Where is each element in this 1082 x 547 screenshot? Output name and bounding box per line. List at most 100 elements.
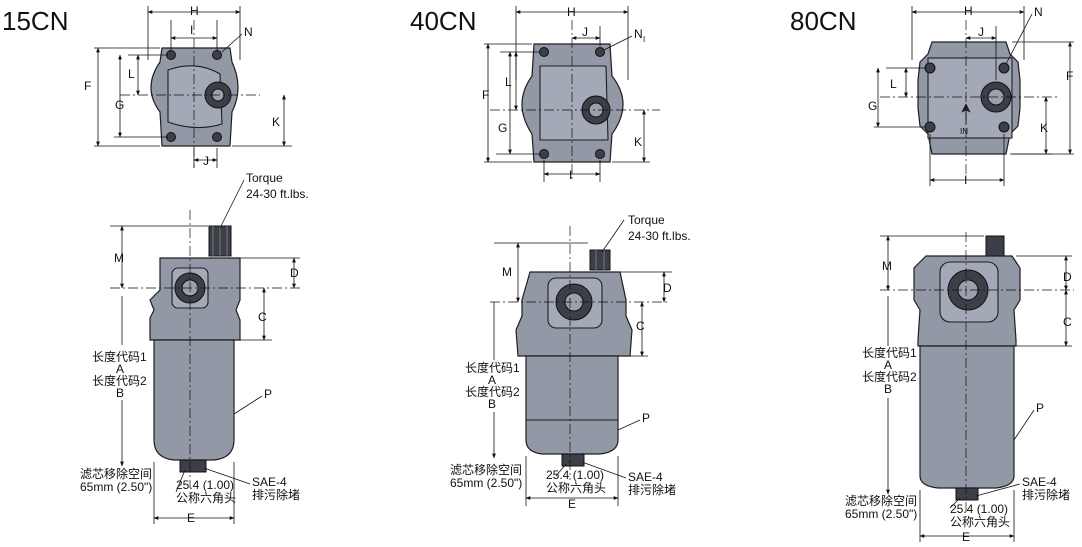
dim-label-n-sub: I xyxy=(643,35,645,44)
torque-value: 24-30 ft.lbs. xyxy=(628,229,691,243)
dim-label-c: C xyxy=(258,310,267,324)
torque-cap xyxy=(589,249,611,271)
hex-label: 公称六角头 xyxy=(176,491,236,505)
dim-label-i: I xyxy=(569,168,572,182)
bowl xyxy=(919,345,1015,489)
sae-label: 排污除堵 xyxy=(1022,487,1070,502)
mount-hole xyxy=(924,62,936,74)
dim-label-n: N xyxy=(634,27,643,41)
inlet-mark: IN xyxy=(960,127,968,136)
hex-label: 公称六角头 xyxy=(950,515,1010,529)
dim-label-f: F xyxy=(482,88,489,102)
top-view: H J N I F L G K xyxy=(482,5,660,182)
head-inner xyxy=(167,65,223,129)
side-view: Torque 24-30 ft.lbs. M D C 长度代码1 A 长度代码2… xyxy=(450,213,691,511)
drain-plug xyxy=(179,459,207,473)
dim-label-j: J xyxy=(203,154,209,168)
sae-label: 排污除堵 xyxy=(252,487,300,502)
dim-label-d: D xyxy=(290,266,299,280)
side-view: Torque 24-30 ft.lbs. M D C 长度代码1 A 长度代码2… xyxy=(80,171,309,525)
model-40cn: 40CN H J N I xyxy=(410,5,691,511)
top-view: IN H J N F L G xyxy=(868,4,1074,187)
dim-label-p: P xyxy=(642,411,650,425)
dim-label-c: C xyxy=(1063,315,1072,329)
length-code-1: 长度代码1 xyxy=(92,349,147,364)
dim-label-e: E xyxy=(962,530,970,544)
mount-hole xyxy=(212,132,222,142)
removal-value: 65mm (2.50") xyxy=(80,480,152,494)
dim-label-p: P xyxy=(1036,401,1044,415)
vent-cap xyxy=(985,235,1005,257)
torque-label: Torque xyxy=(246,171,283,185)
removal-label: 滤芯移除空间 xyxy=(845,493,917,508)
length-code-1: 长度代码1 xyxy=(862,345,917,360)
dim-label-h: H xyxy=(964,4,973,18)
mount-hole xyxy=(212,50,222,60)
dim-label-d: D xyxy=(1063,270,1072,284)
dim-label-f: F xyxy=(1066,69,1073,83)
bowl xyxy=(525,355,619,455)
dim-label-b: B xyxy=(116,386,124,400)
torque-value: 24-30 ft.lbs. xyxy=(246,187,309,201)
mount-hole xyxy=(998,62,1010,74)
dim-label-h: H xyxy=(567,5,576,19)
hex-label: 公称六角头 xyxy=(546,481,606,495)
dim-label-b: B xyxy=(488,397,496,411)
model-80cn: 80CN IN H J N xyxy=(790,4,1074,544)
hex-size: 25.4 (1.00) xyxy=(950,502,1008,516)
dim-label-k: K xyxy=(634,135,642,149)
removal-label: 滤芯移除空间 xyxy=(450,462,522,477)
dim-label-l: L xyxy=(128,67,135,81)
mount-hole xyxy=(539,149,549,159)
dim-label-n: N xyxy=(244,25,253,39)
dim-label-c: C xyxy=(636,319,645,333)
dim-label-a: A xyxy=(488,373,496,387)
model-title: 40CN xyxy=(410,6,476,36)
model-title: 15CN xyxy=(2,6,68,36)
model-15cn: 15CN H I N xyxy=(2,4,309,525)
dim-label-a: A xyxy=(884,358,892,372)
drain-plug xyxy=(561,453,585,467)
length-code-2: 长度代码2 xyxy=(862,369,917,384)
mount-hole xyxy=(539,47,549,57)
dim-label-a: A xyxy=(116,362,124,376)
dim-label-m: M xyxy=(882,259,892,273)
dim-label-i: I xyxy=(964,173,967,187)
dim-label-l: L xyxy=(505,75,512,89)
sae-port: SAE-4 xyxy=(628,470,663,484)
top-view: H I N F L G K xyxy=(84,4,292,168)
hex-size: 25.4 (1.00) xyxy=(546,468,604,482)
mount-hole xyxy=(998,121,1010,133)
dim-label-k: K xyxy=(272,115,280,129)
dim-label-j: J xyxy=(582,25,588,39)
length-code-1: 长度代码1 xyxy=(465,360,520,375)
dim-label-h: H xyxy=(190,4,199,18)
removal-value: 65mm (2.50") xyxy=(450,476,522,490)
dim-label-i: I xyxy=(190,23,193,37)
dim-label-e: E xyxy=(568,497,576,511)
sae-port: SAE-4 xyxy=(1022,475,1057,489)
dim-label-j: J xyxy=(978,25,984,39)
dim-label-d: D xyxy=(663,281,672,295)
dim-label-g: G xyxy=(115,98,124,112)
model-title: 80CN xyxy=(790,6,856,36)
sae-label: 排污除堵 xyxy=(628,482,676,497)
dim-label-n: N xyxy=(1034,5,1043,19)
dim-label-e: E xyxy=(187,511,195,525)
dim-label-b: B xyxy=(884,382,892,396)
sae-port: SAE-4 xyxy=(252,475,287,489)
removal-label: 滤芯移除空间 xyxy=(80,466,152,481)
dim-label-p: P xyxy=(264,387,272,401)
side-view: M D C 长度代码1 A 长度代码2 B P 滤芯移除空间 65mm (2.5… xyxy=(845,232,1074,544)
dim-label-g: G xyxy=(868,99,877,113)
dim-label-l: L xyxy=(890,77,897,91)
drain-plug xyxy=(955,487,979,501)
hex-size: 25.4 (1.00) xyxy=(176,478,234,492)
length-code-2: 长度代码2 xyxy=(465,384,520,399)
length-code-2: 长度代码2 xyxy=(92,373,147,388)
torque-label: Torque xyxy=(628,213,665,227)
dim-label-f: F xyxy=(84,79,91,93)
dim-label-m: M xyxy=(502,265,512,279)
mount-hole xyxy=(595,149,605,159)
dim-label-g: G xyxy=(498,121,507,135)
